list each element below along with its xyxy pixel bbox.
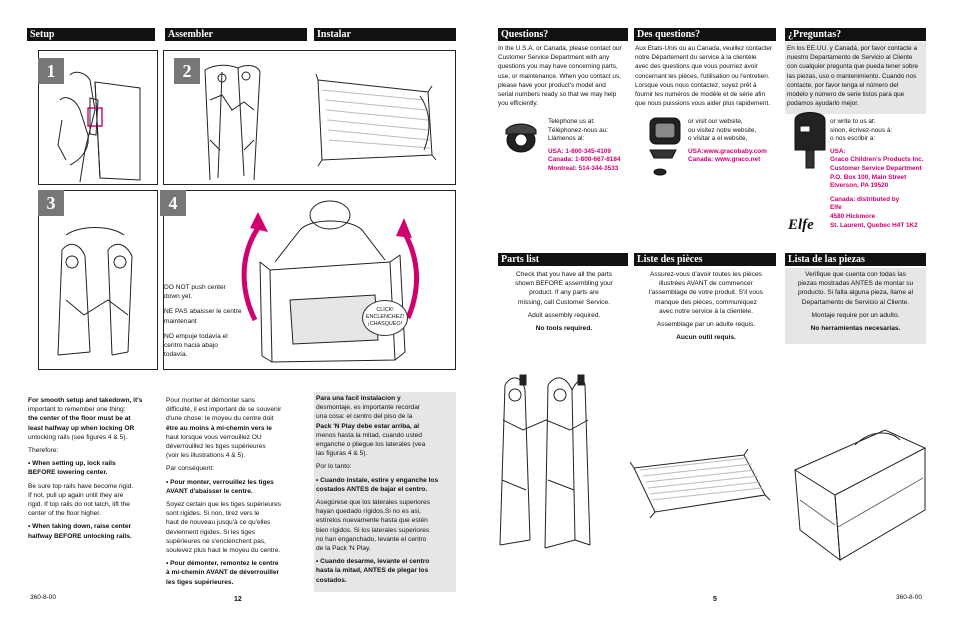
- instructions-fr-bullet-1: • Pour monter, verrouillez les tiges AVA…: [166, 478, 274, 495]
- page-number-left: 12: [234, 596, 242, 603]
- questions-en-text: In the U.S.A. or Canada, please contact …: [498, 45, 622, 108]
- click-label-es: ¡CHASQUEO!: [367, 321, 403, 327]
- phone-montreal[interactable]: Montreal: 514-344-3533: [548, 164, 619, 172]
- contact-phone: Telephone us at: Téléphonez-nous au: Llá…: [548, 118, 638, 174]
- instructions-fr-p2: Soyez certain que les tiges supérieures …: [166, 501, 282, 555]
- figure-step-2: [163, 50, 456, 185]
- instructions-es-therefore: Por lo tanto:: [316, 463, 352, 471]
- computer-icon: [649, 117, 681, 176]
- instructions-en: For smooth setup and takedown, it's impo…: [28, 396, 158, 541]
- warning-fr: NE PAS abaisser le centre maintenant: [164, 308, 242, 325]
- parts-es-text: Verifique que cuenta con todas las pieza…: [785, 268, 926, 344]
- instructions-es: Para una facil instalacion y desmontaje,…: [314, 392, 456, 592]
- footer-code-right: 360-8-00: [896, 594, 923, 601]
- step-number-3: 3: [38, 190, 64, 216]
- contact-web: or visit our website, ou visitez notre w…: [688, 118, 778, 165]
- mail-address-usa: USA: Graco Children's Products Inc. Cust…: [830, 147, 924, 190]
- part-carry-bag: [793, 429, 927, 562]
- instructions-fr-p1: Pour monter et démonter sans difficulté,…: [166, 397, 282, 460]
- step-number-2: 2: [174, 58, 200, 84]
- instructions-en-therefore: Therefore:: [28, 447, 59, 455]
- instructions-en-bullet-1: • When setting up, lock rails BEFORE low…: [28, 460, 116, 477]
- questions-es-text: En los EE.UU. y Canadá, por favor contac…: [785, 42, 926, 114]
- up-arrow-left: [241, 226, 261, 322]
- figure-step-4: [163, 190, 456, 370]
- instructions-en-p1: For smooth setup and takedown, it's impo…: [28, 397, 143, 441]
- click-label-en: CLICK!: [376, 307, 394, 313]
- instructions-fr: Pour monter et démonter sans difficulté,…: [166, 396, 306, 587]
- instructions-fr-bullet-2: • Pour démonter, remontez le centre à mi…: [166, 560, 280, 586]
- instructions-es-p1: Para una facil instalacion y desmontaje,…: [316, 395, 426, 458]
- phone-canada[interactable]: Canada: 1-800-667-8184: [548, 156, 621, 164]
- website-canada-link[interactable]: Canada: www.graco.net: [688, 156, 761, 164]
- click-callout: CLICK! ENCLENCHEZ! ¡CHASQUEO!: [362, 300, 408, 336]
- instructions-en-p2: Be sure top rails have become rigid. If …: [28, 482, 134, 518]
- part-playard-frame: [499, 374, 591, 549]
- header-questions-es: ¿Preguntas?: [785, 28, 926, 41]
- warning-es: NO empuje todavía el centro hacia abajo …: [164, 332, 228, 359]
- step-number-4: 4: [160, 190, 186, 216]
- page-number-right: 5: [713, 596, 717, 603]
- mail-address-canada: Canada: distributed by Elfe 4580 Hickmor…: [830, 195, 918, 229]
- website-usa-link[interactable]: USA:www.gracobaby.com: [688, 147, 767, 155]
- up-arrow-right: [401, 230, 419, 319]
- part-mattress-pad: [629, 448, 771, 519]
- click-label-fr: ENCLENCHEZ!: [365, 314, 405, 320]
- instructions-es-bullet-1: • Cuando instale, estire y enganche los …: [316, 476, 439, 493]
- warning-text: DO NOT push center down yet. NE PAS abai…: [164, 283, 242, 359]
- instructions-es-bullet-2: • Cuando desarme, levante el centro hast…: [316, 558, 430, 584]
- contact-mail: or write to us at: sinon, écrivez-nous à…: [830, 118, 930, 230]
- instructions-es-p2: Asegúrese que los laterales superiores h…: [316, 499, 430, 553]
- phone-usa[interactable]: USA: 1-800-345-4109: [548, 147, 611, 155]
- header-questions-fr: Des questions?: [634, 28, 776, 41]
- step-number-1: 1: [38, 58, 64, 84]
- warning-en: DO NOT push center down yet.: [164, 284, 226, 301]
- questions-fr-text: Aux Etats-Unis ou au Canada, veuillez co…: [635, 45, 773, 108]
- figure-step-1: [38, 50, 158, 185]
- figure-step-3: [38, 190, 158, 370]
- header-parts-es: Lista de las piezas: [785, 253, 926, 266]
- header-parts-fr: Liste des pièces: [634, 253, 776, 266]
- header-parts-en: Parts list: [498, 253, 628, 266]
- parts-en-text: Check that you have all the parts shown …: [515, 271, 613, 333]
- header-instalar: Instalar: [314, 28, 456, 41]
- footer-code-left: 360-8-00: [30, 594, 57, 601]
- header-setup: Setup: [27, 28, 155, 41]
- elfe-logo: Elfe: [788, 217, 814, 233]
- mailbox-icon: [794, 112, 826, 169]
- header-questions-en: Questions?: [498, 28, 628, 41]
- header-assembler: Assembler: [165, 28, 307, 41]
- instructions-fr-therefore: Par conséquent:: [166, 465, 215, 473]
- parts-fr-text: Assurez-vous d'avoir toutes les pièces i…: [649, 271, 763, 342]
- instructions-en-bullet-2: • When taking down, raise center halfway…: [28, 523, 132, 540]
- telephone-icon: [505, 123, 537, 153]
